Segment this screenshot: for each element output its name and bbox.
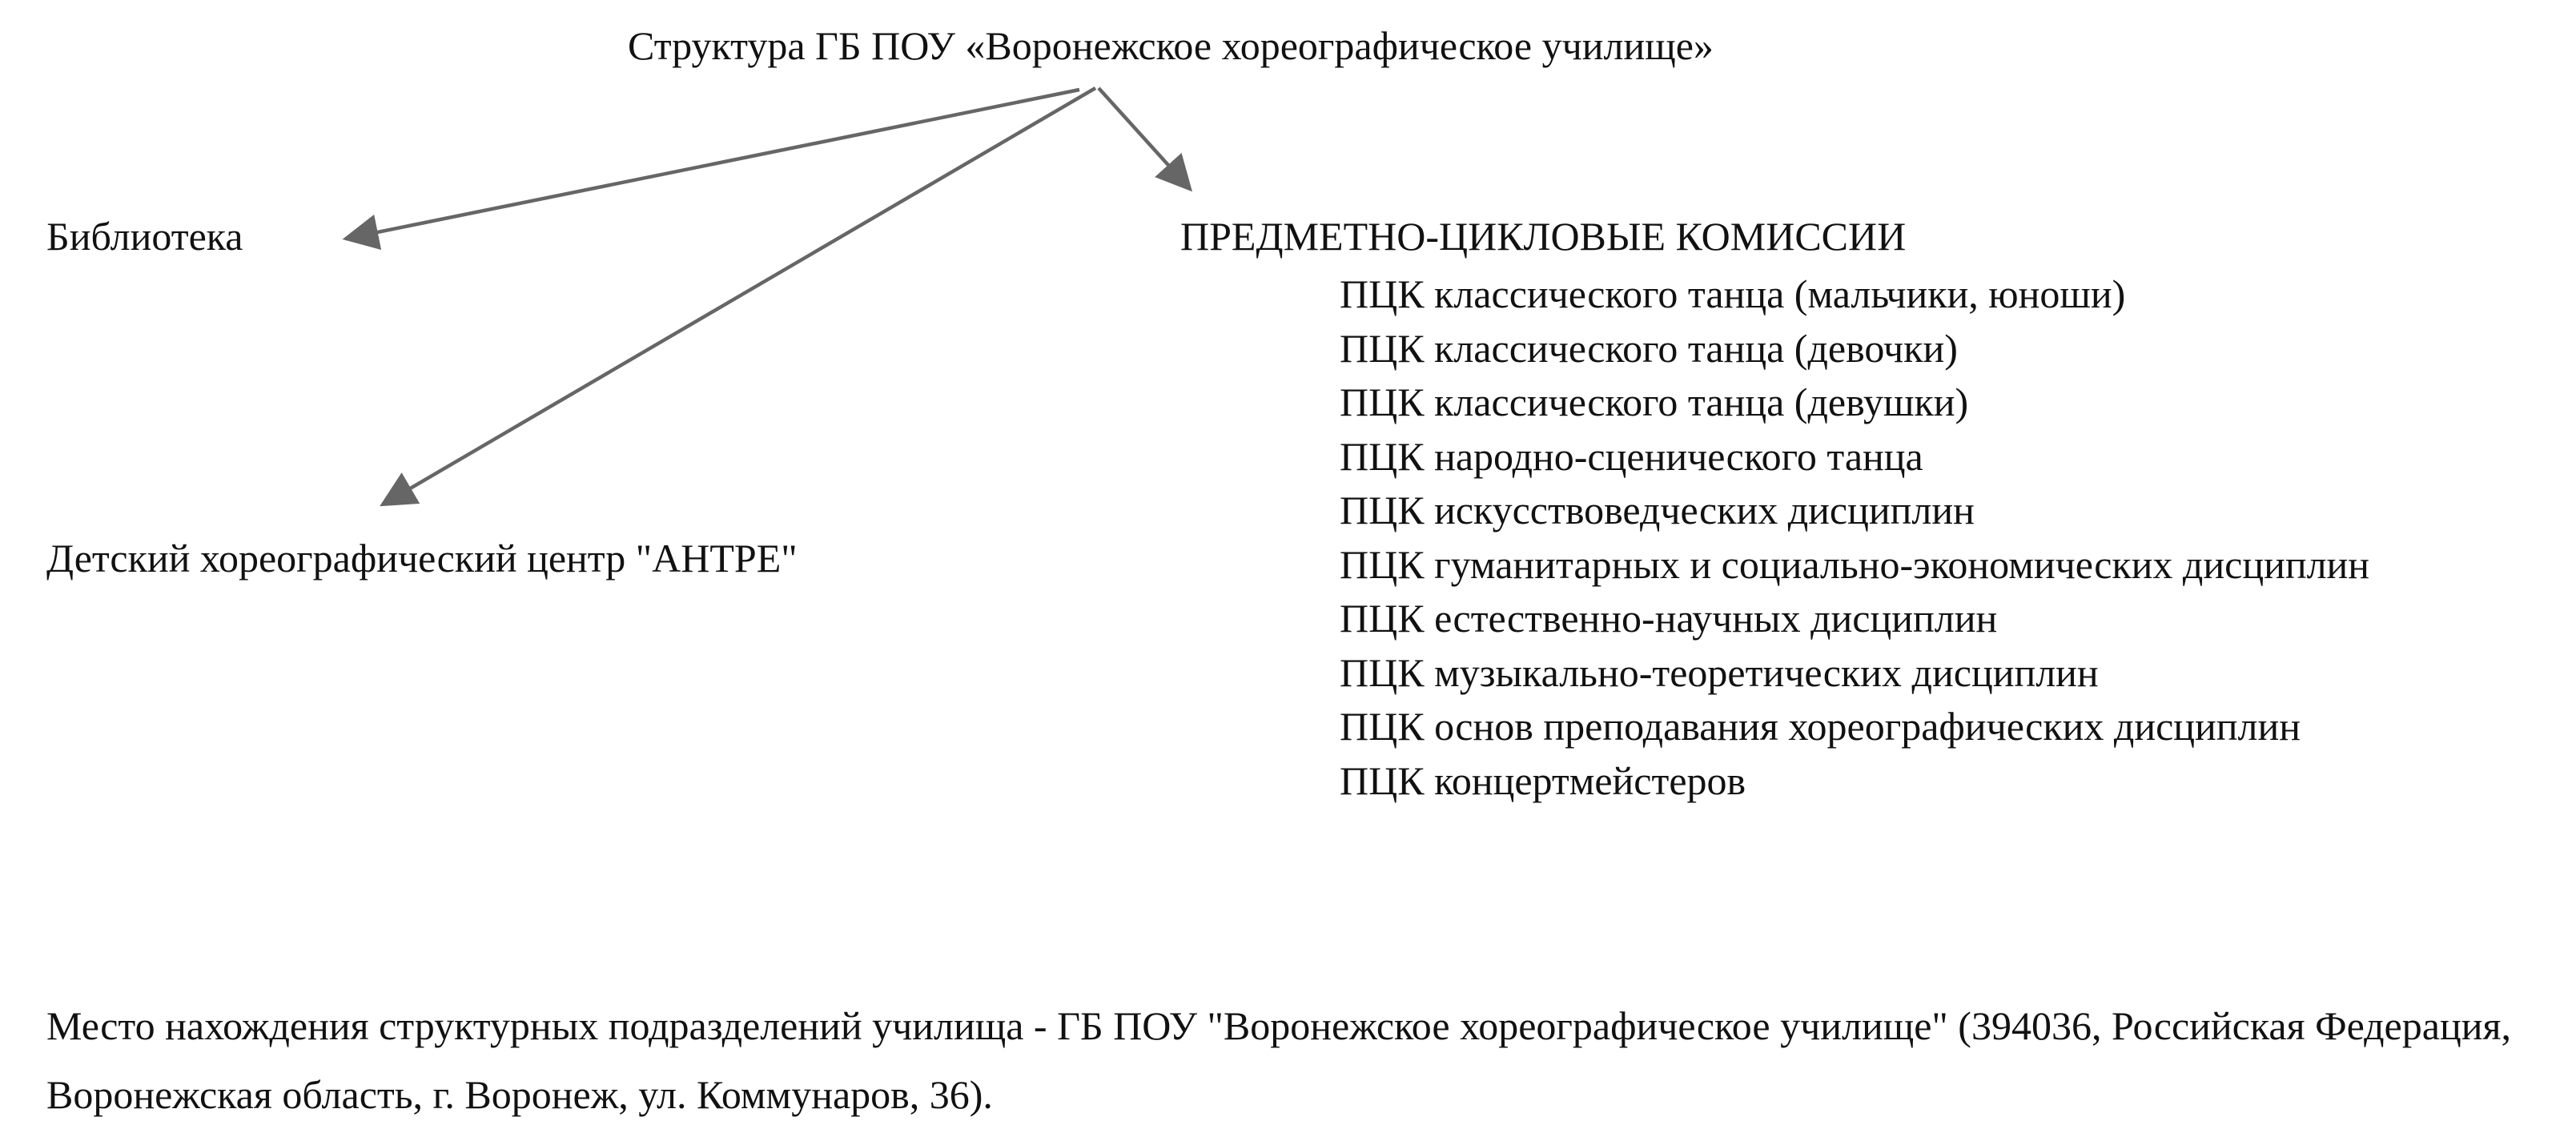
children-choreography-center-node: Детский хореографический центр "АНТРЕ" [46,536,798,581]
arrow-to-library [342,87,1080,250]
commission-item: ПЦК гуманитарных и социально-экономическ… [1340,541,2370,587]
commission-item: ПЦК классического танца (девочки) [1340,325,1958,371]
subject-commissions-list: ПЦК классического танца (мальчики, юноши… [1340,267,2369,808]
commission-item: ПЦК народно-сценического танца [1340,433,1923,479]
commission-item: ПЦК естественно-научных дисциплин [1340,596,1998,641]
commission-item: ПЦК основ преподавания хореографических … [1340,704,2301,749]
arrow-to-children-center [380,86,1097,507]
arrow-to-commissions [1097,86,1193,192]
commission-item: ПЦК классического танца (мальчики, юноши… [1340,271,2126,316]
commission-item: ПЦК искусствоведческих дисциплин [1340,488,1975,532]
commission-item: ПЦК музыкально-теоретических дисциплин [1340,649,2099,695]
location-note: Место нахождения структурных подразделен… [46,1003,2511,1117]
commission-item: ПЦК классического танца (девушки) [1340,380,1969,424]
diagram-title: Структура ГБ ПОУ «Воронежское хореографи… [628,23,1714,68]
library-node: Библиотека [46,214,243,259]
commission-item: ПЦК концертмейстеров [1340,757,1746,803]
subject-commissions-heading: ПРЕДМЕТНО-ЦИКЛОВЫЕ КОМИССИИ [1180,214,1907,259]
